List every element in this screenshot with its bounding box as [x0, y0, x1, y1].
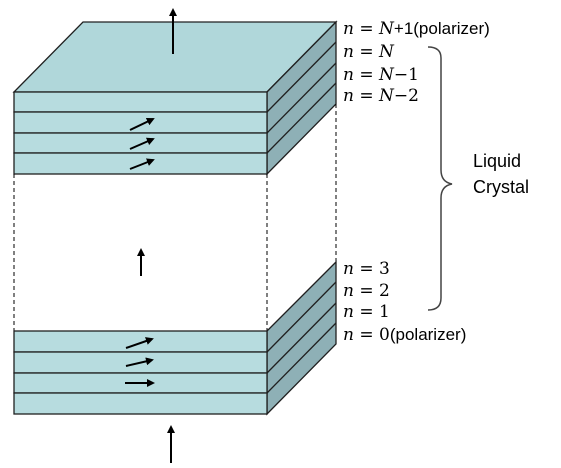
bottom-stack — [13, 260, 337, 416]
director-arrow-icon — [129, 158, 155, 170]
director-arrow-icon — [125, 337, 154, 349]
top-stack — [12, 20, 338, 176]
layer-n-N-minus-1 — [13, 132, 268, 154]
label-n-N: n = N — [343, 42, 395, 62]
label-n-N-minus-1: n = N−1 — [343, 65, 419, 85]
label-n-1: n = 1 — [343, 302, 390, 322]
layer-base — [13, 392, 268, 415]
label-n-2: n = 2 — [343, 281, 390, 301]
director-arrow-icon — [129, 137, 155, 150]
liquid-crystal-brace — [427, 46, 453, 311]
label-n-3: n = 3 — [343, 259, 390, 279]
label-bottom-polarizer: n = 0(polarizer) — [343, 325, 466, 345]
layer-n-2 — [13, 330, 268, 353]
layer-n-N-plus-1 — [13, 91, 268, 113]
liquid-crystal-label-line1: Liquid — [473, 151, 521, 171]
layer-n-N-minus-2 — [13, 152, 268, 175]
label-n-N-minus-2: n = N−2 — [343, 86, 419, 106]
layer-n-N — [13, 111, 268, 134]
label-top-polarizer: n = N+1(polarizer) — [343, 19, 490, 39]
liquid-crystal-label-line2: Crystal — [473, 177, 529, 197]
director-arrow-icon — [129, 117, 155, 131]
director-arrow-icon — [125, 357, 154, 367]
